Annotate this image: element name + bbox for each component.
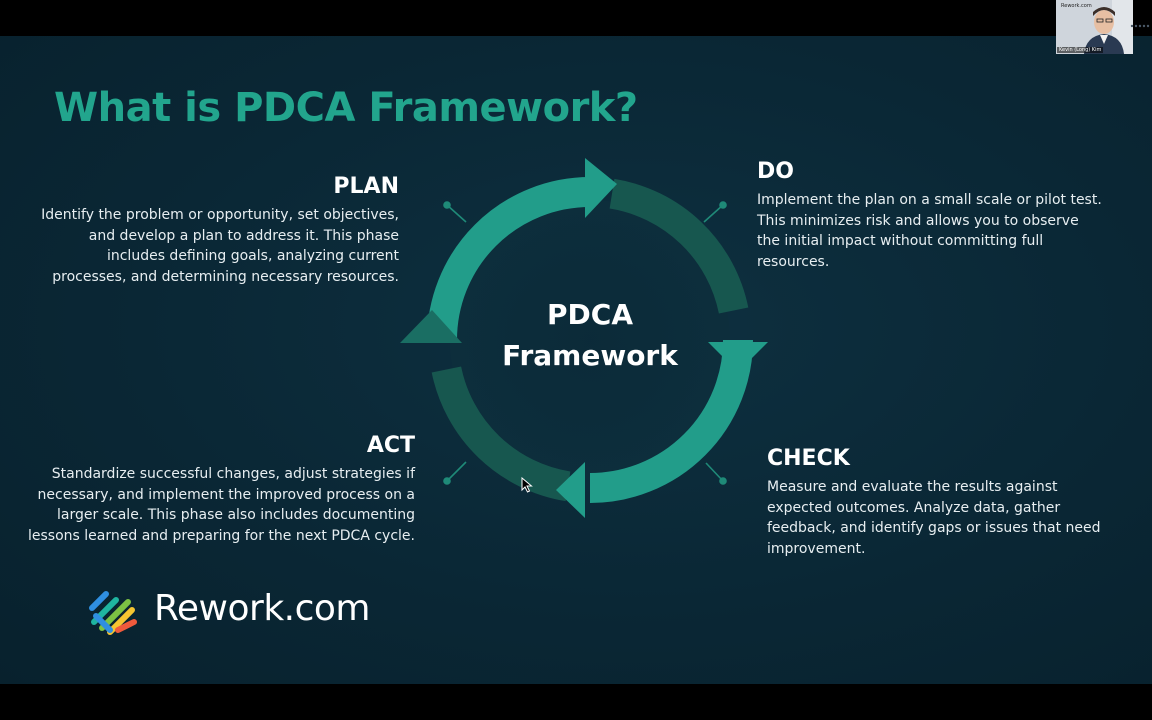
check-heading: CHECK (767, 446, 850, 471)
check-description: Measure and evaluate the results against… (767, 479, 1101, 557)
plan-heading: PLAN (333, 174, 399, 199)
participant-name: Kevin (Long) Kim (1057, 47, 1104, 53)
mouse-cursor-icon (521, 477, 533, 493)
act-description: Standardize successful changes, adjust s… (28, 466, 415, 544)
pdca-cycle-diagram (400, 158, 768, 518)
ring-segment-act (431, 366, 571, 502)
arrowhead-right-icon (585, 158, 617, 218)
more-options-icon[interactable] (1130, 24, 1150, 28)
arrowhead-left-icon (556, 462, 585, 518)
slide-title: What is PDCA Framework? (54, 85, 638, 131)
webcam-brand-label: Rework.com (1061, 3, 1092, 9)
webcam-thumbnail[interactable]: Rework.com Kevin (Long) Kim (1056, 0, 1133, 54)
ring-segment-plan (427, 177, 591, 341)
plan-description: Identify the problem or opportunity, set… (41, 207, 399, 285)
ring-segment-check (589, 339, 753, 503)
arrowhead-down-icon (708, 342, 768, 372)
rework-logo-text: Rework.com (154, 588, 371, 629)
connector-pins (443, 201, 727, 485)
rework-logo: Rework.com (88, 584, 388, 640)
ring-segment-do (609, 178, 749, 314)
rework-logo-mark-icon (89, 591, 137, 635)
do-heading: DO (757, 159, 794, 184)
presenter-avatar (1056, 0, 1133, 54)
presentation-slide: What is PDCA Framework? PLAN Identify th… (0, 36, 1152, 684)
act-heading: ACT (366, 433, 415, 458)
arrowhead-up-icon (400, 310, 462, 343)
cycle-center-label: PDCA Framework (502, 298, 678, 372)
do-description: Implement the plan on a small scale or p… (757, 192, 1102, 270)
